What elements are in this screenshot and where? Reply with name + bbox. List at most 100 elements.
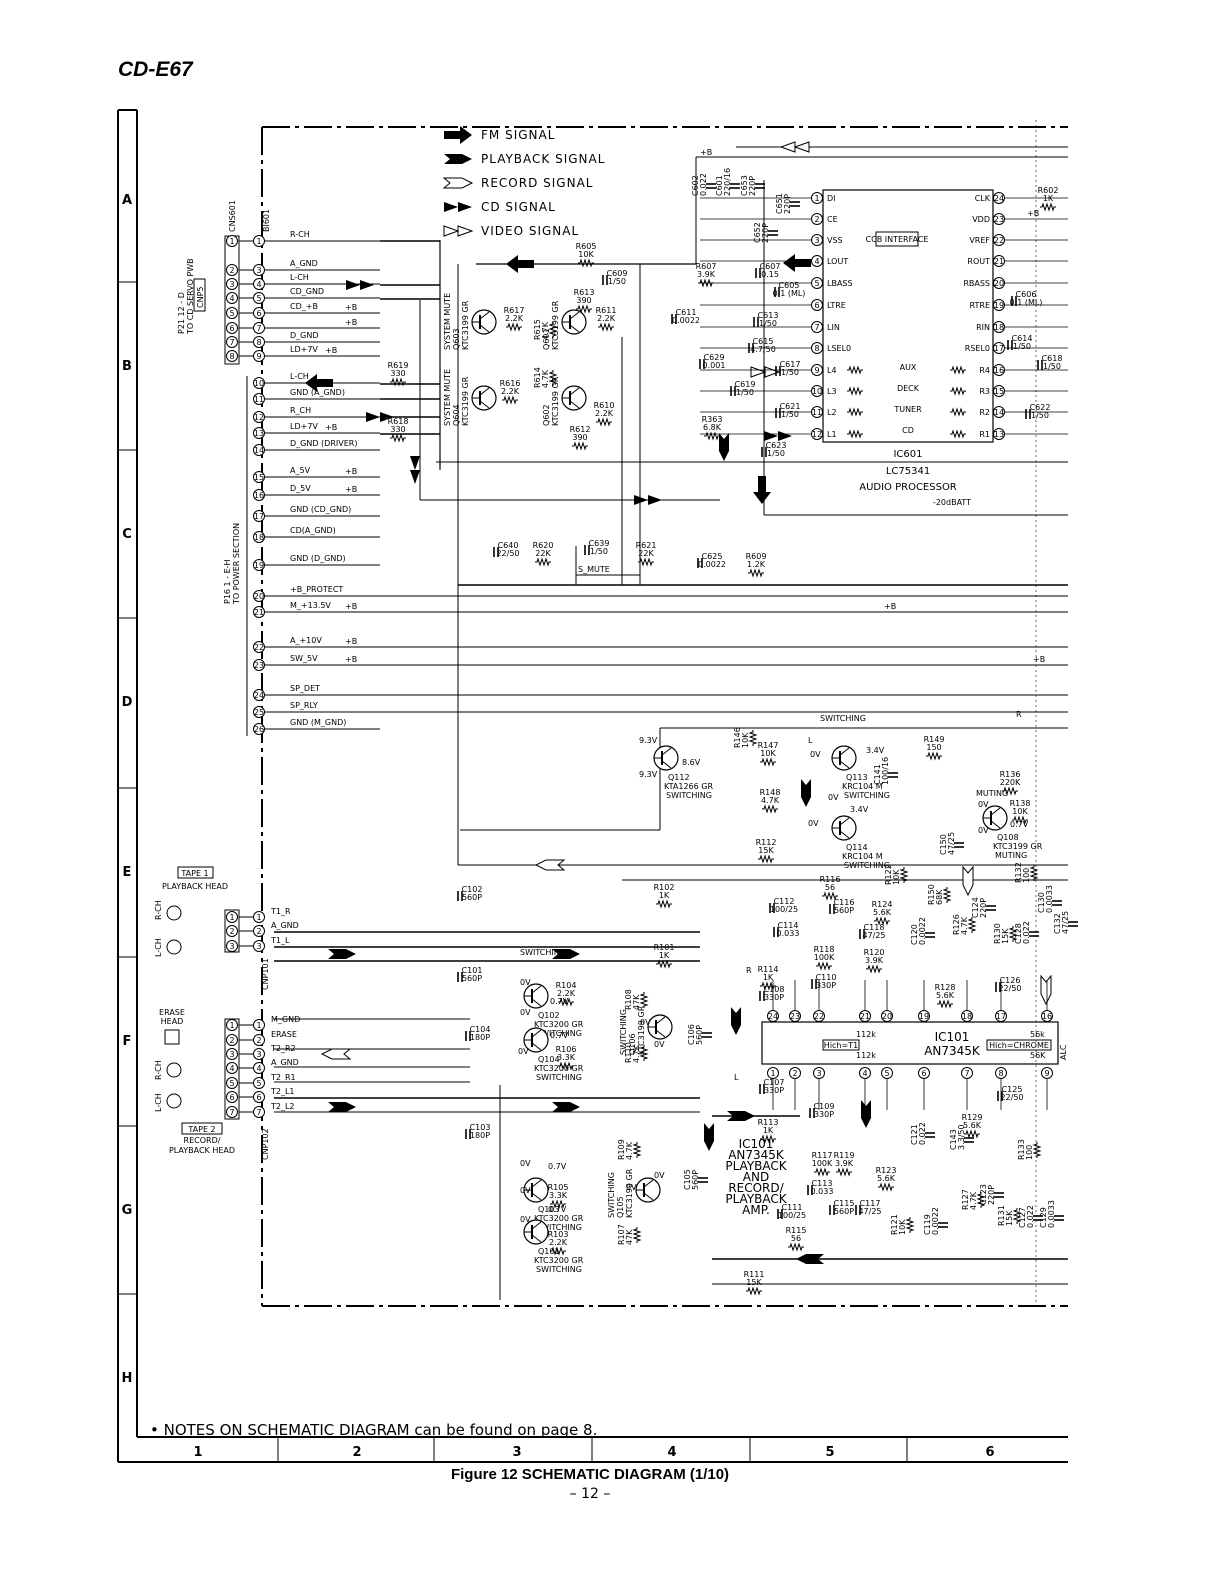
- transistor-q105-collector: [643, 1179, 654, 1188]
- cd-signal-arrow: [444, 202, 472, 212]
- cnp102-pin-label: T2_R2: [270, 1044, 296, 1053]
- transistor-part: KTC3200 GR: [534, 1214, 584, 1223]
- grid-col-1: 1: [193, 1445, 202, 1460]
- bi601-pin-18-circle: [253, 531, 265, 543]
- component-ref: C607: [760, 262, 781, 271]
- ic101-pin-8-circle: [995, 1067, 1007, 1079]
- page-number: – 12 –: [569, 1486, 611, 1502]
- bi601-pin-11-number: 11: [254, 395, 264, 404]
- transistor-label: Q601: [542, 328, 551, 350]
- component-ref: C112: [774, 897, 795, 906]
- ic601-pin-4-circle: [811, 255, 823, 267]
- playback-signal-arrow-shape: [861, 1100, 871, 1128]
- ic601-pin-label: VSS: [827, 236, 843, 245]
- ic601-pin-3-number: 3: [814, 236, 819, 245]
- cnp102-pin-4-number: 4: [256, 1064, 261, 1073]
- ic101-pin-5-number: 5: [884, 1069, 889, 1078]
- component-value: 150: [926, 743, 941, 752]
- component-value: 3.9K: [865, 956, 884, 965]
- transistor-function: SWITCHING: [536, 1265, 582, 1274]
- cnp101-pin-label: T1_R: [270, 907, 291, 916]
- component-ref: R118: [814, 945, 835, 954]
- resistor-symbol: [1002, 786, 1018, 796]
- ic601-pin-6-number: 6: [814, 301, 819, 310]
- component-value: 100/25: [770, 905, 798, 914]
- bi601-pin-17-number: 17: [254, 512, 264, 521]
- transistor-label: SYSTEM MUTE: [443, 369, 452, 426]
- component-value: 0.001: [703, 361, 726, 370]
- cnp5-pin-number: 8: [229, 352, 234, 361]
- cnp102-pin-2-number: 2: [256, 1036, 261, 1045]
- component-value: 15K: [758, 846, 774, 855]
- transistor-label: SWITCHING: [619, 1009, 628, 1055]
- component-ref: C104: [470, 1025, 491, 1034]
- ic601-pin-label: R1: [979, 430, 990, 439]
- net-l: L: [734, 1073, 739, 1082]
- net-voltage: 0V: [520, 1159, 531, 1168]
- component-ref: C640: [498, 541, 519, 550]
- resistor-symbol: [558, 997, 574, 1007]
- playback-signal-arrow: [328, 1102, 356, 1112]
- net-voltage: 8.6V: [682, 758, 701, 767]
- resistor-symbol: [874, 916, 890, 926]
- component-value: 0.022: [918, 1122, 927, 1145]
- video-signal-arrow-shape: [750, 366, 781, 378]
- component-value: 22/50: [1000, 1093, 1023, 1102]
- ic601-pin-7-number: 7: [814, 323, 819, 332]
- cd-signal-arrow-shape: [366, 412, 394, 422]
- transistor-part: KTC3200 GR: [534, 1064, 584, 1073]
- cd-signal-arrow-shape: [764, 431, 792, 441]
- grid-col-5: 5: [825, 1445, 834, 1460]
- component-value: 180P: [470, 1131, 490, 1140]
- component-value: 220P: [987, 1185, 996, 1205]
- record-signal-arrow: [534, 859, 566, 871]
- component-value: 560P: [462, 974, 482, 983]
- net-voltage: 0V: [520, 978, 531, 987]
- plus-b-label: +B: [345, 637, 357, 646]
- ic601-pin-15-number: 15: [994, 387, 1004, 396]
- cnp101-pin-label: A_GND: [271, 921, 299, 930]
- component-ref: R102: [654, 883, 675, 892]
- transistor-q102-collector: [531, 985, 542, 994]
- ic601-pin-19-number: 19: [994, 301, 1004, 310]
- bi601-pin-16-number: 16: [254, 491, 264, 500]
- ccb-interface-label: CCB INTERFACE: [866, 235, 929, 244]
- ic601-pin-20-number: 20: [994, 279, 1004, 288]
- component-value: 0.1 (ML): [1010, 298, 1043, 307]
- ic601-pin-11-number: 11: [812, 408, 822, 417]
- component-ref: R109: [617, 1139, 626, 1160]
- ic101-pin-5-circle: [881, 1067, 893, 1079]
- document-title: CD-E67: [118, 58, 193, 81]
- cnp101-pin-2-circle: [253, 925, 265, 937]
- tape2-plug-pin-number: 4: [229, 1064, 234, 1073]
- transistor-label: Q604: [452, 404, 461, 426]
- resistor-symbol: [550, 1199, 566, 1209]
- component-value: 1/50: [1013, 342, 1031, 351]
- transistor-label: Q602: [542, 404, 551, 426]
- component-value: 0.022: [699, 173, 708, 196]
- component-value: 22K: [535, 549, 551, 558]
- grid-row-H: H: [122, 1371, 133, 1386]
- component-ref: C108: [764, 985, 785, 994]
- bi601-pin-25-circle: [253, 706, 265, 718]
- component-ref: C143: [949, 1129, 958, 1150]
- playback-signal-arrow: [552, 949, 580, 959]
- tape2-l-label: L-CH: [154, 1093, 163, 1112]
- transistor-q103-collector: [531, 1179, 542, 1188]
- ic601-pin-label: CE: [827, 215, 838, 224]
- playback-signal-arrow: [552, 1102, 580, 1112]
- playback-signal-arrow-shape: [704, 1123, 714, 1151]
- component-ref: C103: [470, 1123, 491, 1132]
- component-ref: C618: [1042, 354, 1063, 363]
- ic101-pin-20-circle: [881, 1010, 893, 1022]
- bi601-pin-label: D_GND: [290, 331, 319, 340]
- plus-b-label: +B: [345, 467, 357, 476]
- component-value: 1/50: [608, 277, 626, 286]
- ic101-pin-24-circle: [767, 1010, 779, 1022]
- tape2-r-head-icon: [166, 1062, 182, 1078]
- resistor-symbol: [1012, 1208, 1022, 1224]
- resistor-symbol: [572, 441, 588, 451]
- figure-caption: Figure 12 SCHEMATIC DIAGRAM (1/10): [450, 1466, 730, 1483]
